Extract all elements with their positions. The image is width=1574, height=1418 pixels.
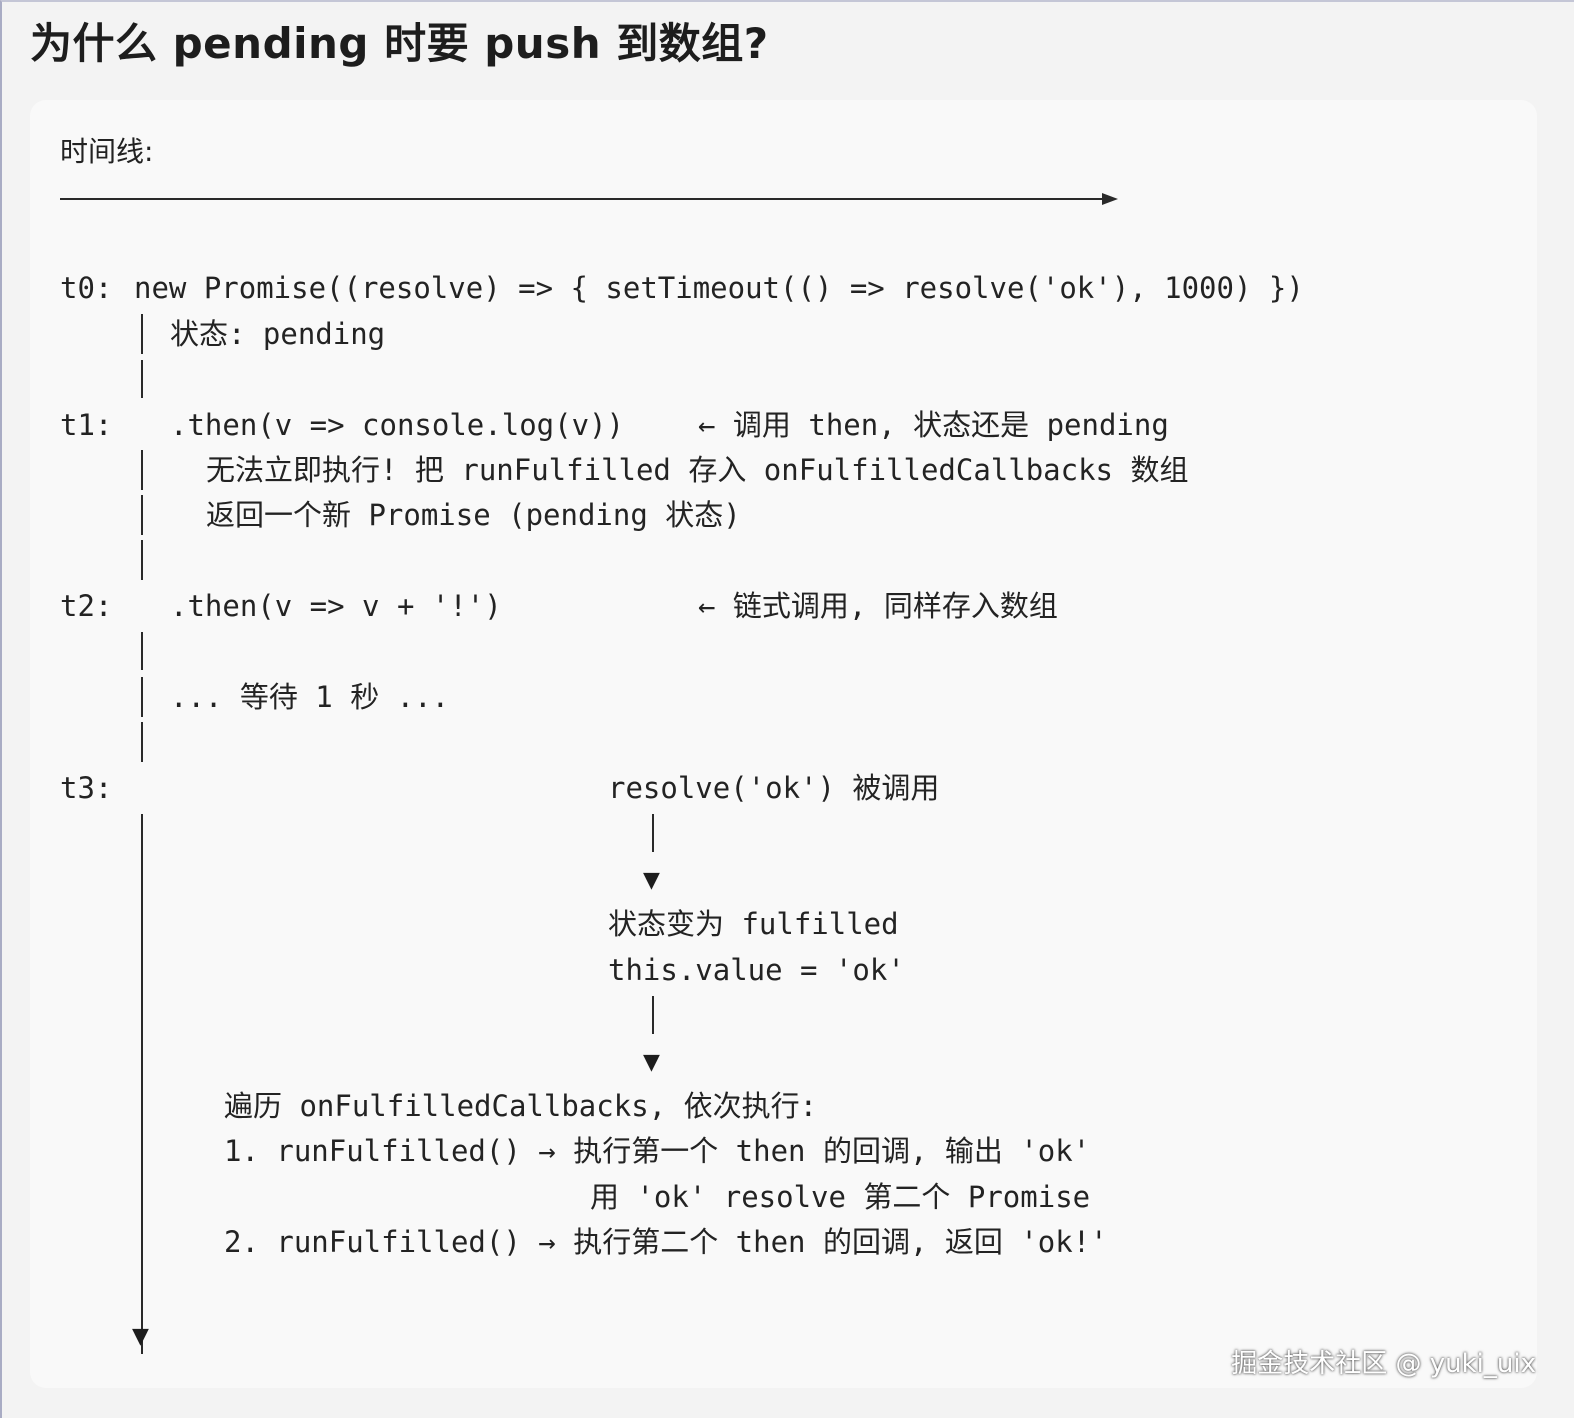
t0-code: new Promise((resolve) => { setTimeout(()… [134, 271, 1304, 305]
timeline-connector [141, 722, 143, 762]
t2-note: ← 链式调用, 同样存入数组 [698, 589, 1058, 623]
page-title: 为什么 pending 时要 push 到数组? [30, 19, 769, 68]
wait-text: ... 等待 1 秒 ... [170, 680, 450, 714]
t2-code: .then(v => v + '!') [170, 589, 502, 623]
timeline-connector [141, 814, 143, 1354]
t1-detail-2: 返回一个新 Promise (pending 状态) [206, 498, 741, 532]
t1-detail-1: 无法立即执行! 把 runFulfilled 存入 onFulfilledCal… [206, 453, 1189, 487]
iterate-text: 遍历 onFulfilledCallbacks, 依次执行: [224, 1089, 818, 1123]
t1-code: .then(v => console.log(v)) [170, 408, 624, 442]
timeline-end-arrow-icon: ▼ [132, 1324, 149, 1349]
timeline-arrow [60, 193, 1118, 205]
timeline-label: 时间线: [60, 135, 154, 168]
t0-state: 状态: pending [170, 317, 386, 351]
resolve-flow-connector [652, 996, 654, 1034]
step-1-continued: 用 'ok' resolve 第二个 Promise [590, 1180, 1091, 1214]
t2-label: t2: [60, 589, 113, 623]
timeline-connector [141, 450, 143, 490]
t3-value: this.value = 'ok' [608, 953, 905, 987]
step-1: 1. runFulfilled() → 执行第一个 then 的回调, 输出 '… [224, 1134, 1091, 1168]
t1-label: t1: [60, 408, 113, 442]
t3-resolve: resolve('ok') 被调用 [608, 771, 940, 805]
timeline-connector [141, 314, 143, 354]
t1-note: ← 调用 then, 状态还是 pending [698, 408, 1169, 442]
resolve-flow-connector [652, 814, 654, 852]
watermark: 掘金技术社区 @ yuki_uix [1231, 1349, 1536, 1379]
timeline-connector [141, 632, 143, 670]
t0-label: t0: [60, 271, 113, 305]
t3-label: t3: [60, 771, 113, 805]
code-panel [30, 100, 1537, 1388]
down-arrow-icon: ▼ [643, 1050, 660, 1075]
timeline-connector [141, 495, 143, 535]
step-2: 2. runFulfilled() → 执行第二个 then 的回调, 返回 '… [224, 1225, 1108, 1259]
t3-state: 状态变为 fulfilled [608, 907, 899, 941]
timeline-connector [141, 360, 143, 398]
timeline-connector [141, 677, 143, 717]
timeline-connector [141, 540, 143, 580]
down-arrow-icon: ▼ [643, 868, 660, 893]
